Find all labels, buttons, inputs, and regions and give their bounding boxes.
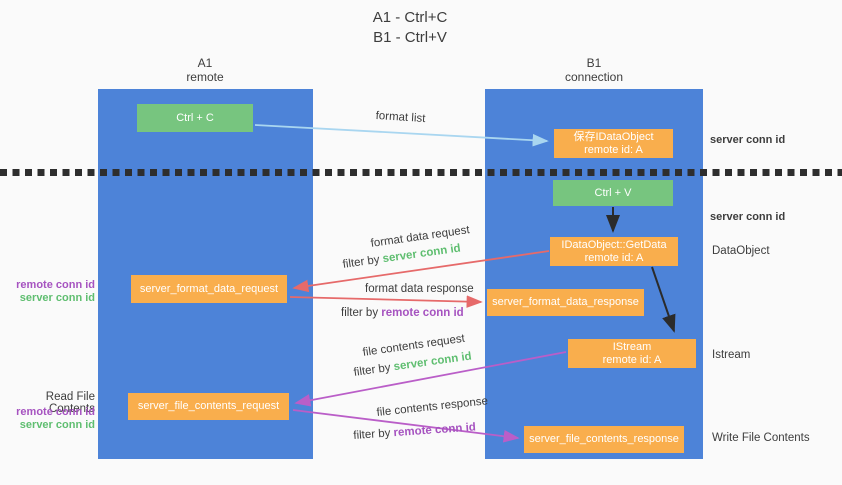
- format-response-label: server_format_data_response: [492, 296, 639, 308]
- server-conn-id-label: server conn id: [19, 292, 95, 304]
- ctrl-c-node: Ctrl + C: [137, 104, 253, 132]
- server-format-data-request-node: server_format_data_request: [131, 275, 287, 303]
- remote-conn-id-text: remote conn id: [381, 307, 464, 319]
- lane-header-b1: B1 connection: [544, 56, 644, 84]
- save-idataobject-line2: remote id: A: [584, 143, 643, 156]
- diagram-title: A1 - Ctrl+C B1 - Ctrl+V: [295, 8, 525, 48]
- title-line-1: A1 - Ctrl+C: [372, 9, 448, 26]
- getdata-line1: IDataObject::GetData: [561, 238, 667, 251]
- title-line-2: B1 - Ctrl+V: [373, 29, 447, 46]
- getdata-line2: remote id: A: [584, 251, 644, 264]
- ctrl-v-node: Ctrl + V: [553, 180, 673, 206]
- lane-header-a1: A1 remote: [155, 56, 255, 84]
- write-file-contents-label: Write File Contents: [712, 432, 810, 444]
- filter-by-text: filter by: [353, 427, 395, 442]
- filter-by-remote-conn-id-label-2: filter by remote conn id: [353, 421, 476, 442]
- file-response-label: server_file_contents_response: [529, 433, 679, 445]
- remote-conn-id-text: remote conn id: [393, 421, 477, 440]
- format-data-response-arrow: [289, 295, 483, 308]
- filter-by-text: filter by: [341, 307, 382, 319]
- server-conn-id-text: server conn id: [392, 350, 473, 374]
- dataobject-label: DataObject: [712, 245, 770, 257]
- ctrl-c-label: Ctrl + C: [176, 111, 214, 124]
- format-list-label: format list: [375, 110, 426, 126]
- idataobject-getdata-node: IDataObject::GetData remote id: A: [550, 237, 678, 266]
- save-idataobject-line1: 保存IDataObject: [573, 130, 654, 143]
- filter-by-text: filter by: [353, 361, 395, 379]
- istream-line1: IStream: [612, 340, 652, 353]
- format-request-label: server_format_data_request: [139, 282, 279, 295]
- format-data-response-label: format data response: [365, 283, 474, 295]
- phase-separator-dotted-line: [0, 169, 842, 176]
- ctrl-v-label: Ctrl + V: [594, 186, 632, 199]
- file-request-label: server_file_contents_request: [137, 400, 280, 412]
- left-conn-id-pair-top: remote conn id server conn id: [0, 279, 95, 305]
- istream-label: Istream: [712, 349, 751, 361]
- lane-a1-name: A1: [197, 56, 213, 70]
- remote-conn-id-label: remote conn id: [16, 279, 95, 291]
- server-conn-id-label-right-top: server conn id: [710, 134, 786, 146]
- filter-by-remote-conn-id-label-1: filter by remote conn id: [341, 307, 464, 319]
- istream-node: IStream remote id: A: [568, 339, 696, 368]
- file-contents-response-label: file contents response: [376, 395, 489, 419]
- left-conn-id-pair-bottom: remote conn id server conn id: [0, 406, 95, 432]
- istream-line2: remote id: A: [602, 353, 662, 366]
- server-conn-id-label: server conn id: [19, 419, 95, 431]
- filter-by-text: filter by: [342, 253, 384, 271]
- filter-by-server-conn-id-label-1: filter by server conn id: [342, 242, 461, 270]
- server-format-data-response-node: server_format_data_response: [487, 289, 644, 316]
- server-file-contents-response-node: server_file_contents_response: [524, 426, 684, 453]
- read-file-contents-label: Read File Contents: [45, 391, 95, 415]
- remote-conn-id-label: remote conn id: [16, 406, 95, 418]
- lane-a1-role: remote: [186, 70, 224, 84]
- server-file-contents-request-node: server_file_contents_request: [128, 393, 289, 420]
- server-conn-id-label-right-mid: server conn id: [710, 211, 786, 223]
- lane-b1-role: connection: [564, 70, 624, 84]
- lane-b1-name: B1: [586, 56, 602, 70]
- save-idataobject-node: 保存IDataObject remote id: A: [554, 129, 673, 158]
